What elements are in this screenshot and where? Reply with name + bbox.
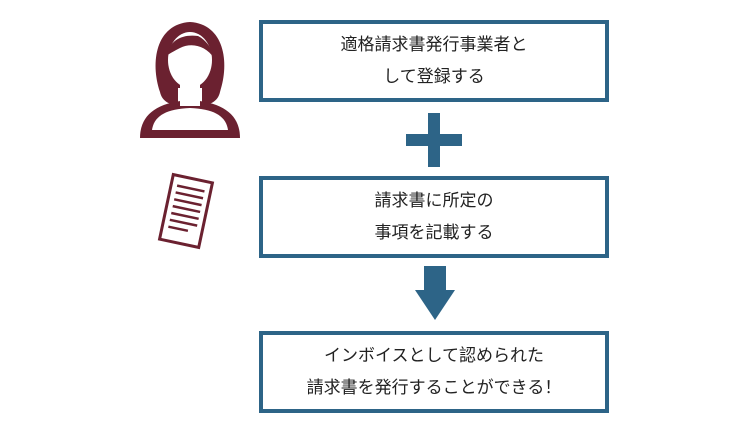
person-icon [140, 22, 240, 138]
step-record-line2: 事項を記載する [374, 223, 494, 243]
plus-icon [406, 113, 462, 167]
result-line1: インボイスとして認められた [324, 346, 544, 366]
step-register-line2: して登録する [383, 67, 485, 87]
result-box: インボイスとして認められた 請求書を発行することができる！ [259, 331, 609, 413]
document-icon [157, 172, 215, 250]
step-record-line1: 請求書に所定の [374, 191, 494, 211]
step-box-register: 適格請求書発行事業者と して登録する [259, 20, 609, 102]
step-box-record: 請求書に所定の 事項を記載する [259, 176, 609, 258]
step-register-line1: 適格請求書発行事業者と [340, 35, 528, 55]
result-line2: 請求書を発行することができる！ [306, 378, 562, 398]
arrow-down-icon [415, 266, 455, 320]
